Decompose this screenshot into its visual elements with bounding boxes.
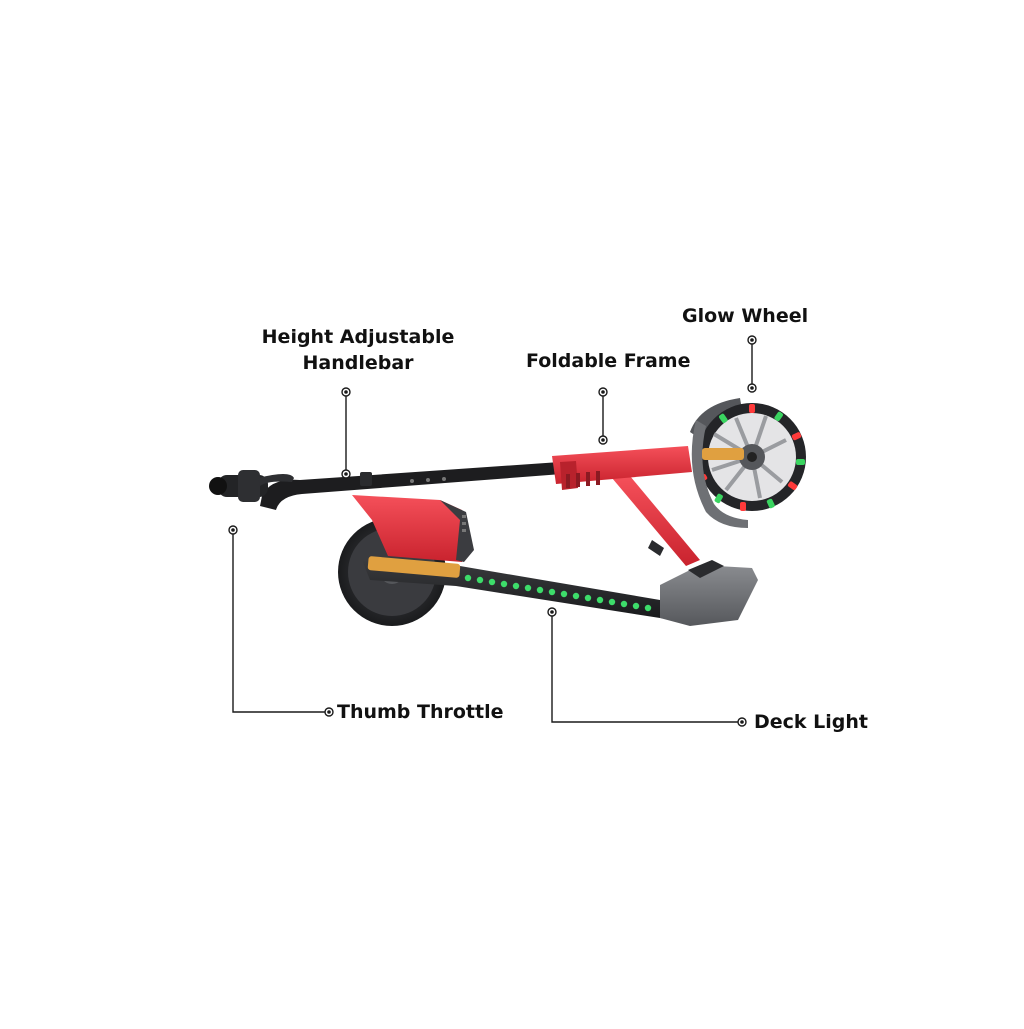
callout-thumb-throttle: Thumb Throttle <box>337 701 504 723</box>
leader-thumb-throttle <box>232 530 329 713</box>
rear-fender <box>352 495 474 562</box>
circle-dot-icon <box>228 525 238 535</box>
leader-lines <box>232 340 753 723</box>
handle-grip <box>209 470 294 502</box>
circle-dot-icon <box>747 383 757 393</box>
scooter-illustration <box>209 398 806 626</box>
callout-height-adjustable-handlebar: Height Adjustable Handlebar <box>258 324 458 376</box>
deck-nose <box>660 560 758 626</box>
callout-deck-light: Deck Light <box>754 711 868 733</box>
rear-reflector <box>367 556 461 578</box>
callout-glow-wheel: Glow Wheel <box>682 305 809 327</box>
leader-deck-light <box>551 612 742 723</box>
front-reflector <box>702 448 744 460</box>
circle-dot-icon <box>747 335 757 345</box>
callout-markers <box>228 335 757 727</box>
circle-dot-icon <box>341 469 351 479</box>
callout-handlebar-line2: Handlebar <box>302 352 414 374</box>
circle-dot-icon <box>341 387 351 397</box>
circle-dot-icon <box>598 387 608 397</box>
front-glow-wheel <box>690 398 806 528</box>
circle-dot-icon <box>737 717 747 727</box>
folding-strut <box>612 476 700 566</box>
stem <box>260 462 562 510</box>
deck <box>362 556 700 622</box>
stem-collar <box>552 446 692 490</box>
circle-dot-icon <box>324 707 334 717</box>
circle-dot-icon <box>598 435 608 445</box>
callout-handlebar-line1: Height Adjustable <box>261 326 455 348</box>
callout-foldable-frame: Foldable Frame <box>526 350 691 372</box>
deck-led-strip <box>464 574 652 612</box>
circle-dot-icon <box>547 607 557 617</box>
